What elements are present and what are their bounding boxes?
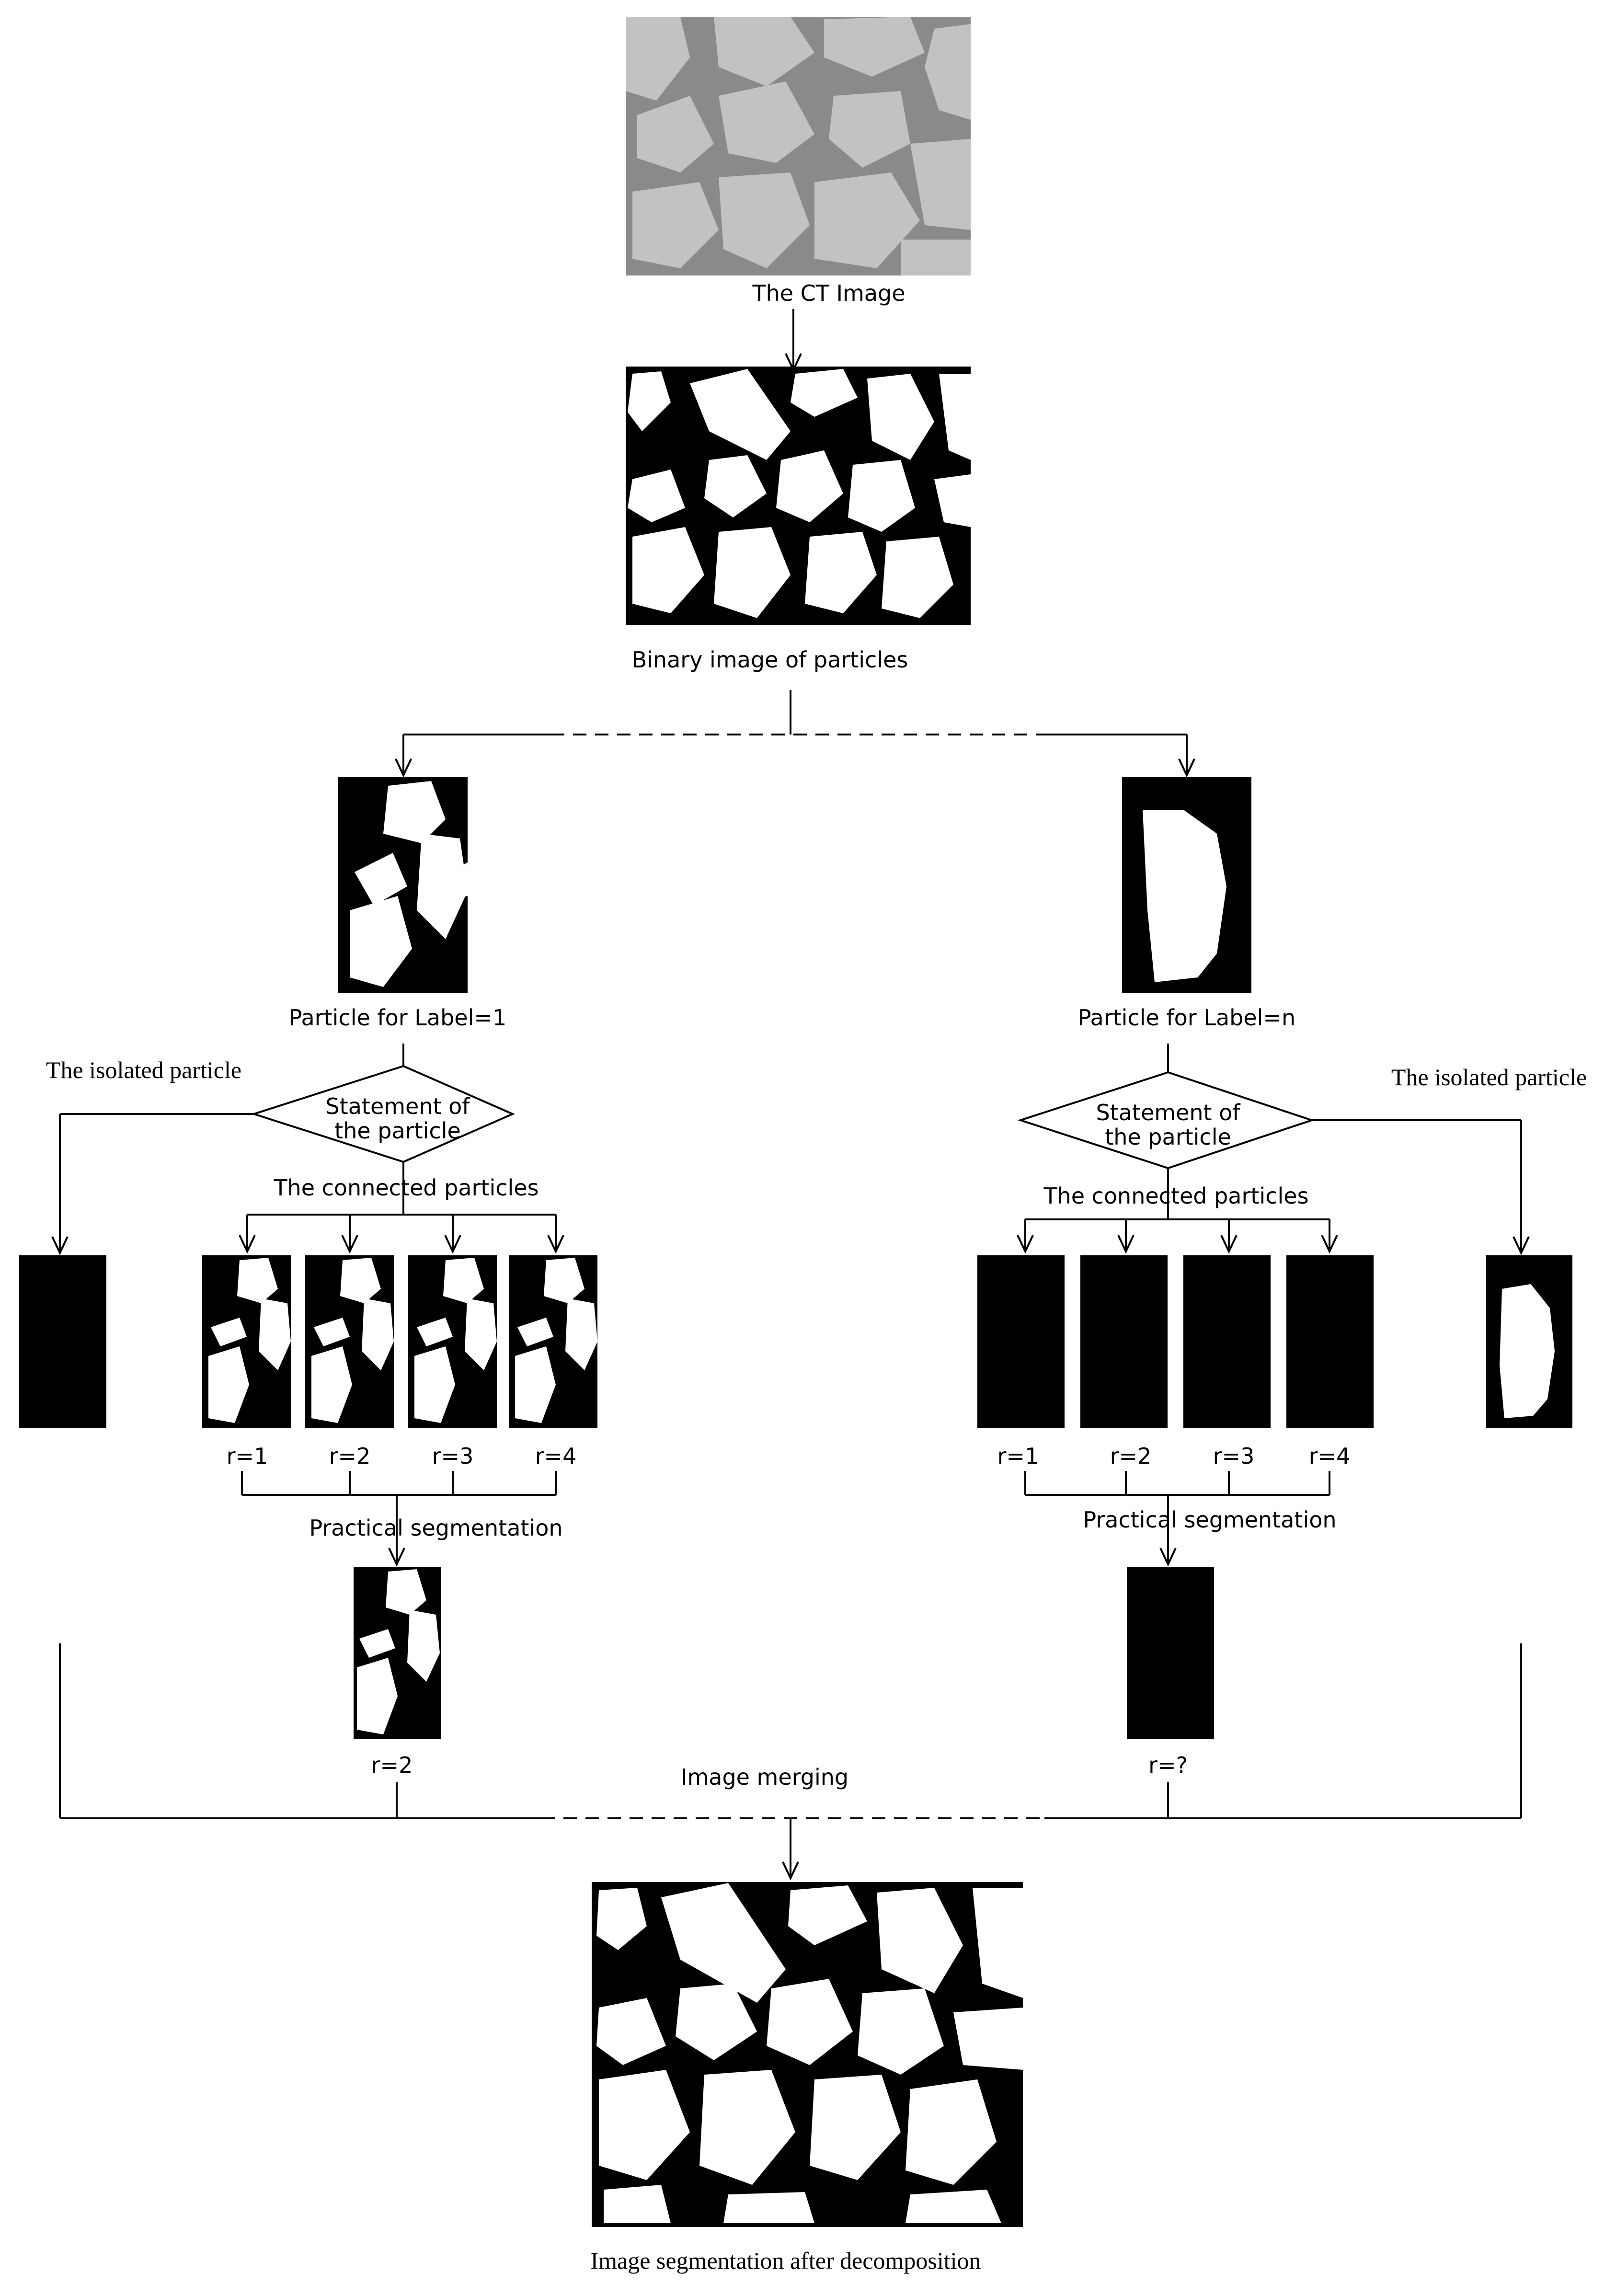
connected-right-images [977, 1255, 1374, 1428]
isolated-left-label: The isolated particle [46, 1056, 241, 1083]
result-right-image [1127, 1567, 1214, 1739]
decision-right-line2: the particle [1105, 1124, 1231, 1150]
merge-connector [59, 1643, 1522, 1878]
practical-left-label: Practical segmentation [309, 1515, 562, 1541]
decision-diamond-left [251, 1065, 515, 1163]
isolated-right-image [1486, 1255, 1572, 1428]
left-branch-lines [60, 1044, 556, 1253]
decision-right-line1: Statement of [1096, 1100, 1241, 1125]
isolated-right-label: The isolated particle [1391, 1064, 1587, 1091]
particle-label-1-text: Particle for Label=1 [289, 1005, 506, 1031]
r-label-left-3: r=3 [432, 1443, 474, 1469]
connected-right-r1 [977, 1255, 1065, 1428]
connected-left-r1 [202, 1255, 291, 1428]
connected-right-label: The connected particles [1043, 1183, 1308, 1209]
decision-left-line2: the particle [334, 1118, 461, 1144]
decision-diamond-right [1017, 1071, 1315, 1170]
connected-right-r2 [1080, 1255, 1168, 1428]
connected-left-images [202, 1255, 597, 1428]
practical-right-label: Practical segmentation [1083, 1507, 1336, 1533]
final-segmented-image [592, 1882, 1023, 2227]
r-label-right-2: r=2 [1110, 1443, 1152, 1469]
result-left-image [354, 1567, 441, 1739]
particle-label-1-image [338, 777, 468, 993]
image-merging-label: Image merging [681, 1764, 848, 1790]
decision-left-line1: Statement of [325, 1093, 470, 1119]
left-bracket [241, 1471, 557, 1564]
isolated-left-image [19, 1255, 106, 1428]
particle-label-n-image [1122, 777, 1251, 993]
r-label-left-4: r=4 [535, 1443, 577, 1469]
connected-left-label: The connected particles [273, 1175, 539, 1201]
right-branch-lines [1025, 1044, 1521, 1253]
connected-left-r3 [408, 1255, 497, 1428]
r-label-left-1: r=1 [227, 1443, 268, 1469]
r-label-left-2: r=2 [329, 1443, 371, 1469]
connected-right-r3 [1183, 1255, 1271, 1428]
result-left-label: r=2 [371, 1752, 413, 1778]
connected-left-r4 [509, 1255, 597, 1428]
ct-image-label: The CT Image [752, 280, 905, 306]
binary-image-label: Binary image of particles [632, 647, 908, 673]
particle-label-n-text: Particle for Label=n [1078, 1005, 1295, 1031]
ct-image [626, 17, 971, 276]
binary-image [626, 367, 971, 625]
split-connector [403, 690, 1187, 775]
r-label-right-3: r=3 [1213, 1443, 1255, 1469]
r-label-right-4: r=4 [1309, 1443, 1351, 1469]
result-right-label: r=? [1148, 1752, 1188, 1778]
right-bracket [1024, 1471, 1330, 1564]
r-label-right-1: r=1 [997, 1443, 1039, 1469]
connected-right-r4 [1286, 1255, 1374, 1428]
final-caption: Image segmentation after decomposition [590, 2247, 981, 2274]
connected-left-r2 [305, 1255, 394, 1428]
